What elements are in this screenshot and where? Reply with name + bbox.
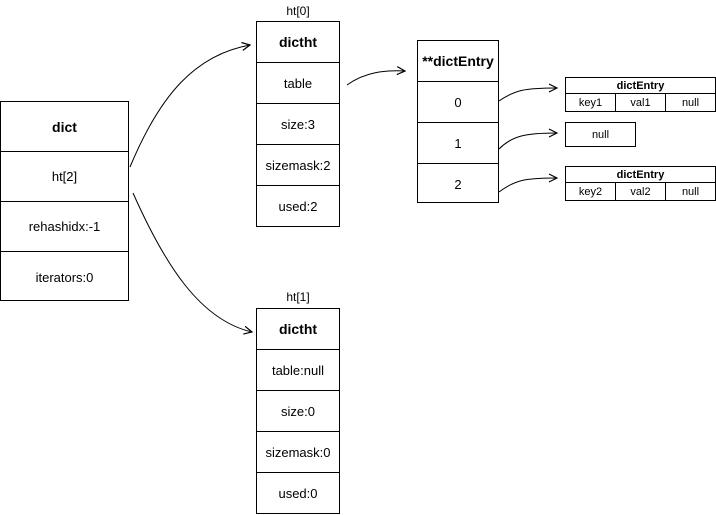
dict-field-rehashidx: rehashidx:-1 <box>1 202 128 252</box>
dictentry-node-2-val: val2 <box>616 183 666 200</box>
ht0-title: dictht <box>257 22 339 63</box>
dict-struct: dict ht[2] rehashidx:-1 iterators:0 <box>0 101 129 301</box>
dictentry-table: **dictEntry 0 1 2 <box>417 40 499 203</box>
ht0-field-table: table <box>257 63 339 104</box>
arrow-table-to-dictentry <box>346 71 405 86</box>
dictentry-node-2: dictEntry key2 val2 null <box>565 166 716 201</box>
ht1-field-table: table:null <box>257 350 339 391</box>
dictentry-node-0-title: dictEntry <box>566 78 715 94</box>
dictentry-node-2-title: dictEntry <box>566 167 715 183</box>
ht0-field-sizemask: sizemask:2 <box>257 145 339 186</box>
table-index-0: 0 <box>418 82 498 123</box>
ht0-field-size: size:3 <box>257 104 339 145</box>
ht1-field-used: used:0 <box>278 486 318 501</box>
ht0-struct: dictht table size:3 sizemask:2 used:2 <box>256 21 340 227</box>
arrow-index0-to-entry <box>498 88 557 102</box>
dictentry-node-0-val: val1 <box>616 94 666 111</box>
arrow-dict-to-ht1 <box>132 192 252 332</box>
ht1-field-size: size:0 <box>257 391 339 432</box>
dictentry-node-2-next: null <box>681 185 700 198</box>
null-slot-1: null <box>565 122 636 147</box>
ht0-caption: ht[0] <box>286 4 310 18</box>
table-index-2: 2 <box>454 176 462 192</box>
dictentry-node-2-key: key2 <box>566 183 616 200</box>
dict-title: dict <box>1 102 128 152</box>
dictentry-table-title: **dictEntry <box>418 41 498 82</box>
dictentry-node-0-next: null <box>681 96 700 109</box>
ht1-title: dictht <box>257 309 339 350</box>
dictentry-node-0-key: key1 <box>566 94 616 111</box>
arrow-index2-to-entry <box>498 178 557 193</box>
ht1-struct: dictht table:null size:0 sizemask:0 used… <box>256 308 340 514</box>
ht1-field-sizemask: sizemask:0 <box>257 432 339 473</box>
table-index-1: 1 <box>418 123 498 164</box>
arrow-dict-to-ht0 <box>129 45 250 168</box>
dictentry-node-0: dictEntry key1 val1 null <box>565 77 716 112</box>
ht1-caption: ht[1] <box>286 290 310 304</box>
ht0-field-used: used:2 <box>278 199 318 214</box>
dict-field-ht: ht[2] <box>1 152 128 202</box>
dict-field-iterators: iterators:0 <box>35 269 94 285</box>
arrow-index1-to-null <box>498 133 557 150</box>
